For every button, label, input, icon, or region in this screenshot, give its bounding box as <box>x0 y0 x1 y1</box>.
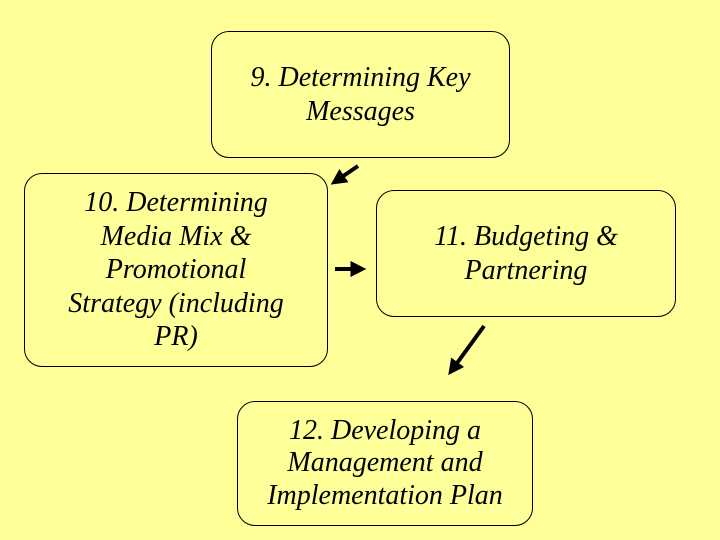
step-9-box: 9. Determining Key Messages <box>211 31 510 158</box>
step-11-label: 11. Budgeting & Partnering <box>434 220 618 286</box>
step-11-box: 11. Budgeting & Partnering <box>376 190 676 317</box>
step-10-box: 10. Determining Media Mix & Promotional … <box>24 173 328 367</box>
step-12-box: 12. Developing a Management and Implemen… <box>237 401 533 526</box>
arrow-9-to-10 <box>330 164 360 185</box>
step-9-label: 9. Determining Key Messages <box>250 61 471 127</box>
step-12-label: 12. Developing a Management and Implemen… <box>267 415 503 511</box>
arrow-11-to-12 <box>448 324 486 376</box>
step-10-label: 10. Determining Media Mix & Promotional … <box>68 187 284 353</box>
